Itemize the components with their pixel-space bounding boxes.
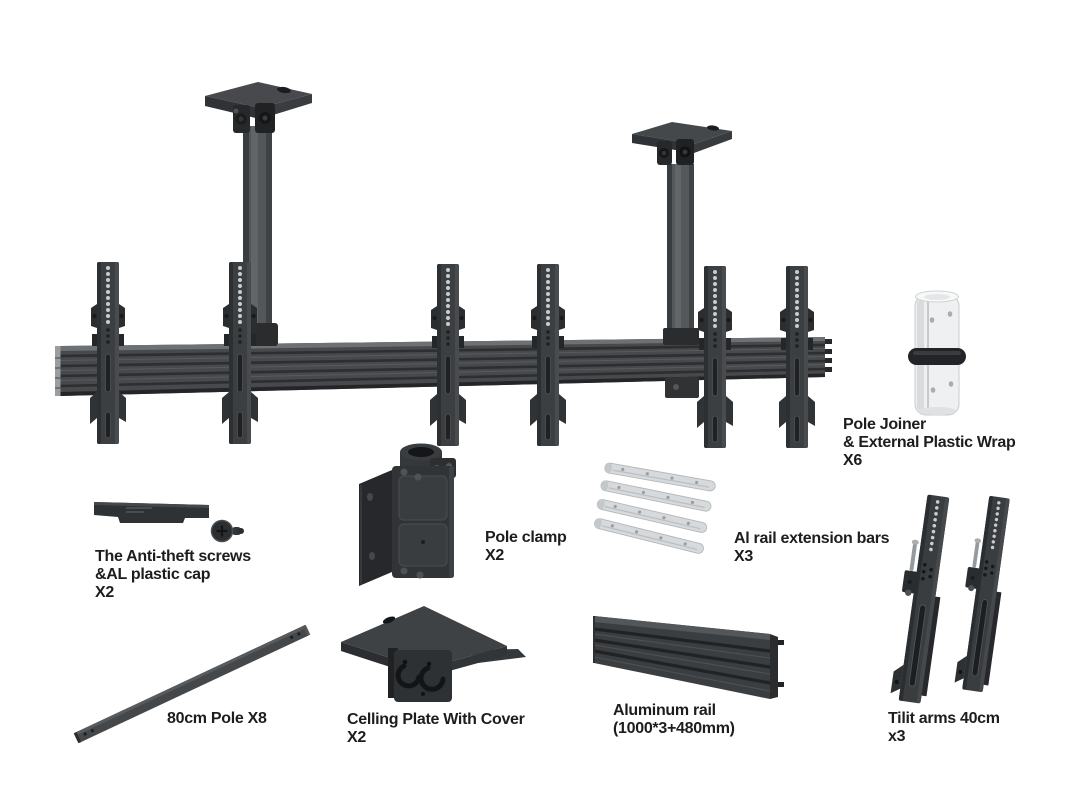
label-line: 80cm Pole X8 — [167, 710, 267, 727]
label-line: Al rail extension bars — [734, 530, 890, 547]
pole-80cm-part — [73, 624, 311, 744]
label-line: Pole clamp — [485, 529, 567, 546]
label-qty: x3 — [888, 728, 906, 745]
label-pole-clamp: Pole clamp X2 — [485, 529, 567, 565]
pole-joiner-part — [908, 290, 966, 416]
anti-theft-cap-part — [94, 502, 209, 523]
label-al-rail-extension-bars: Al rail extension bars X3 — [734, 530, 890, 566]
label-line: Celling Plate With Cover — [347, 711, 525, 728]
label-qty: X2 — [485, 547, 504, 564]
label-tilt-arms: Tilit arms 40cm x3 — [888, 710, 1000, 746]
label-line: & External Plastic Wrap — [843, 434, 1016, 451]
anti-theft-screw-part — [210, 519, 244, 543]
label-line: Tilit arms 40cm — [888, 710, 1000, 727]
label-anti-theft: The Anti-theft screws &AL plastic cap X2 — [95, 548, 251, 602]
pole-rail-clamp-right — [663, 328, 699, 398]
mount-assembly — [55, 82, 832, 449]
label-pole-joiner: Pole Joiner & External Plastic Wrap X6 — [843, 416, 1016, 470]
tilt-arm-part-2 — [950, 493, 1015, 694]
label-aluminum-rail: Aluminum rail (1000*3+480mm) — [613, 702, 735, 738]
tilt-arm-part-1 — [886, 492, 955, 705]
label-qty: X6 — [843, 452, 862, 469]
label-qty: X3 — [734, 548, 753, 565]
label-line: &AL plastic cap — [95, 566, 211, 583]
label-qty: X2 — [347, 729, 366, 746]
label-line: The Anti-theft screws — [95, 548, 251, 565]
ceiling-plate-left — [205, 82, 312, 133]
pole-clamp-part — [359, 443, 456, 586]
ceiling-plate-right — [632, 122, 732, 165]
ceiling-plate-cover-part — [341, 606, 526, 702]
pole-right — [667, 164, 694, 348]
label-line: Pole Joiner — [843, 416, 926, 433]
aluminum-rail-part — [593, 616, 784, 699]
label-ceiling-plate: Celling Plate With Cover X2 — [347, 711, 525, 747]
label-qty: X2 — [95, 584, 114, 601]
label-line: (1000*3+480mm) — [613, 720, 735, 737]
rail-extension-bars-part — [592, 461, 717, 556]
label-80cm-pole: 80cm Pole X8 — [167, 710, 267, 728]
label-line: Aluminum rail — [613, 702, 716, 719]
